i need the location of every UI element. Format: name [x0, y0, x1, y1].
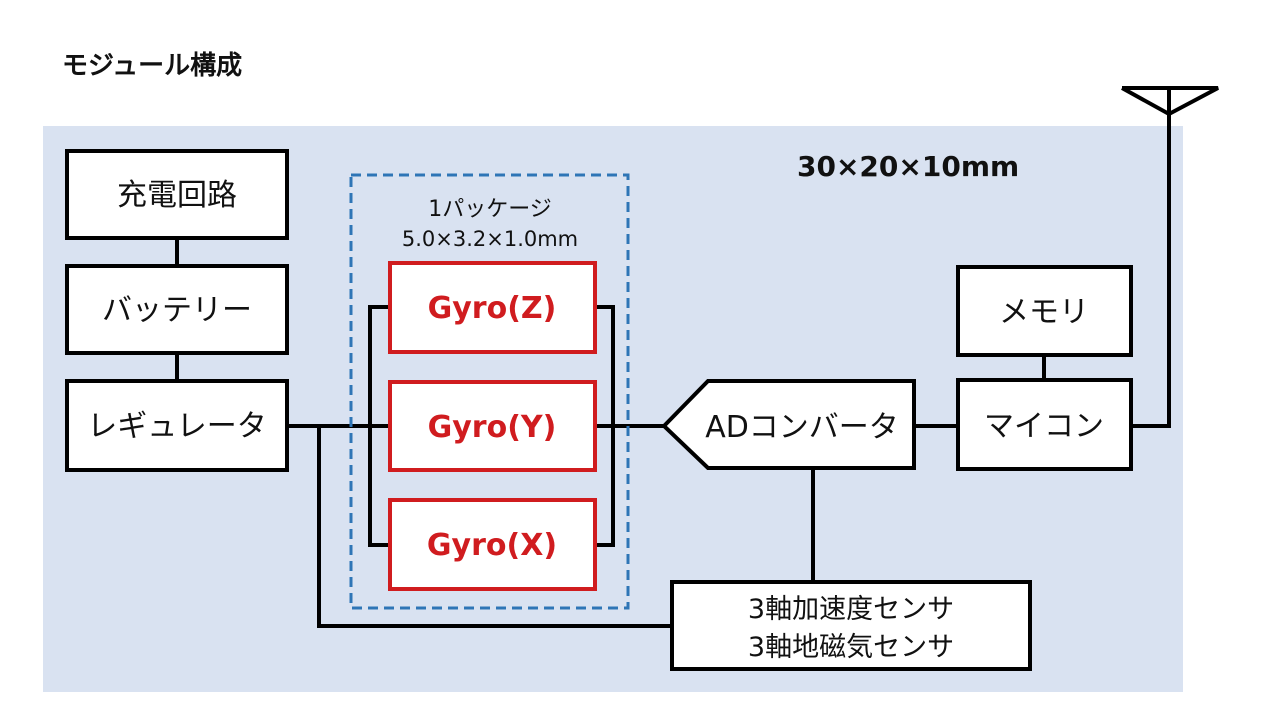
package-dimensions: 5.0×3.2×1.0mm: [402, 227, 578, 251]
antenna-icon: [1121, 86, 1219, 117]
charging-circuit-label: 充電回路: [117, 178, 237, 213]
wire-gyro-left-bus: [368, 305, 390, 547]
battery-label: バッテリー: [102, 293, 252, 328]
gyro-x-label: Gyro(X): [427, 528, 557, 563]
memory-label: メモリ: [999, 295, 1089, 330]
microcontroller-label: マイコン: [984, 409, 1104, 444]
accelerometer-label: 3軸加速度センサ: [748, 594, 954, 625]
block-regulator: レギュレータ: [65, 379, 289, 472]
package-outline: [349, 173, 630, 610]
wire-mcu-antenna: [1131, 88, 1171, 428]
regulator-label: レギュレータ: [87, 409, 266, 444]
package-label: 1パッケージ: [428, 197, 552, 222]
block-charging-circuit: 充電回路: [65, 149, 289, 240]
block-gyro-z: Gyro(Z): [388, 261, 597, 354]
ad-converter-label: ADコンバータ: [705, 410, 899, 445]
magnetometer-label: 3軸地磁気センサ: [748, 632, 954, 663]
block-sensors: 3軸加速度センサ 3軸地磁気センサ: [670, 580, 1032, 671]
block-memory: メモリ: [956, 265, 1133, 357]
block-gyro-y: Gyro(Y): [388, 380, 597, 472]
block-microcontroller: マイコン: [956, 378, 1133, 471]
block-battery: バッテリー: [65, 264, 289, 355]
gyro-z-label: Gyro(Z): [428, 291, 557, 326]
module-size-label: 30×20×10mm: [797, 150, 1019, 183]
wire-regulator-sensor: [317, 426, 672, 628]
block-ad-converter: ADコンバータ: [661, 379, 916, 470]
block-gyro-x: Gyro(X): [388, 498, 597, 591]
gyro-y-label: Gyro(Y): [428, 410, 557, 445]
page-title: モジュール構成: [62, 51, 242, 81]
